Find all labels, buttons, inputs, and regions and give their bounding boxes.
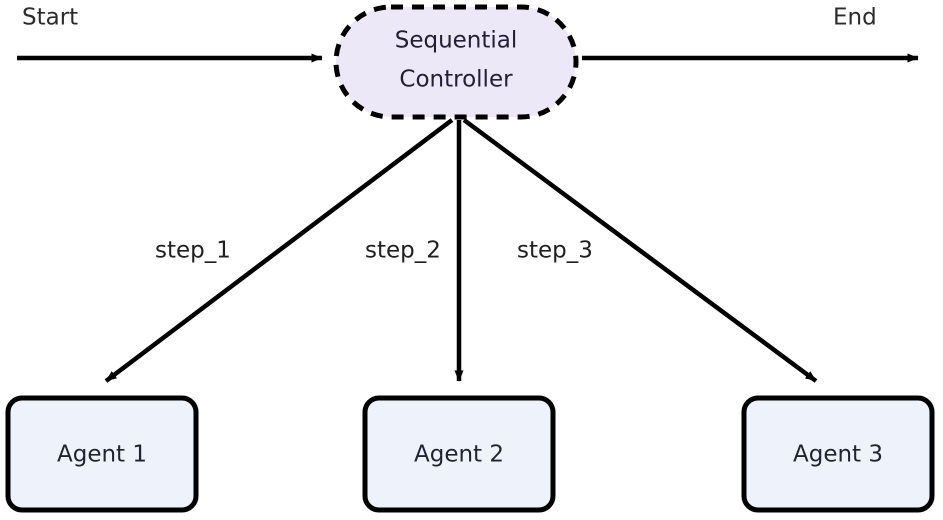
edge-step-1-arrow [104,118,454,383]
edge-step-3-arrow [462,118,818,383]
controller-shape [333,4,579,120]
edge-label-step-3: step_3 [517,238,593,264]
controller-label-line-1: Sequential [395,28,518,54]
agent-3-label: Agent 3 [793,442,883,468]
node-agent-1[interactable]: Agent 1 [5,395,199,513]
node-sequential-controller[interactable]: Sequential Controller [333,4,579,120]
controller-label-line-2: Controller [399,67,513,93]
end-label: End [833,5,877,31]
edge-label-step-2: step_2 [365,238,441,264]
node-agent-3[interactable]: Agent 3 [741,395,935,513]
edge-label-step-1: step_1 [155,238,231,264]
agent-2-label: Agent 2 [414,442,504,468]
agent-1-shape [5,395,199,513]
node-agent-2[interactable]: Agent 2 [362,395,556,513]
agent-2-shape [362,395,556,513]
agent-3-shape [741,395,935,513]
agent-1-label: Agent 1 [57,442,147,468]
start-label: Start [22,5,78,31]
